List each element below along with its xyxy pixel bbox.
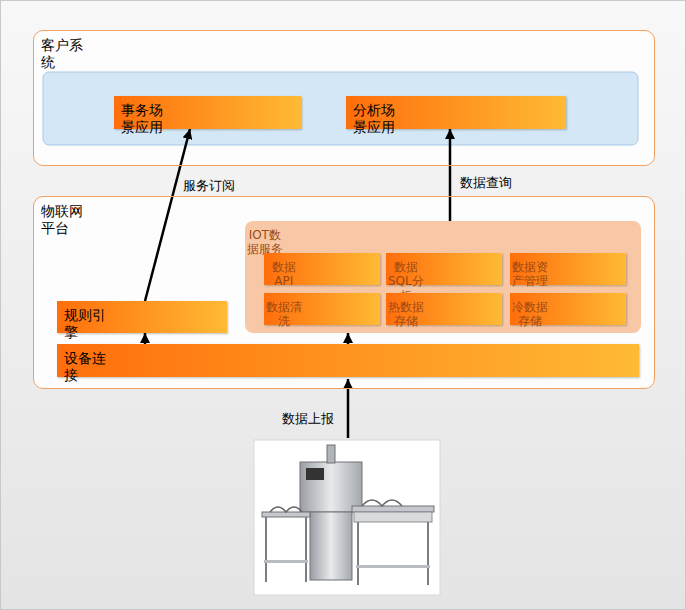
box-label: 冷数据存储 — [510, 300, 550, 329]
flow-arrow — [144, 333, 147, 344]
picture-frame — [254, 440, 440, 595]
flow-arrow — [145, 129, 190, 301]
service-panel: IOT数据服务数据API数据SQL分析数据资产管理数据清洗热数据存储冷数据存储 — [245, 221, 641, 333]
box-label: 数据API — [264, 260, 304, 289]
process-box: 数据API — [264, 253, 380, 285]
edge-label: 数据查询 — [458, 174, 514, 192]
edge-label: 服务订阅 — [181, 177, 237, 195]
box-label: 数据清洗 — [264, 300, 304, 329]
box-label: 分析场景应用 — [353, 102, 399, 136]
flow-arrow — [347, 333, 350, 344]
system-region: 客户系统事务场景应用 分析场景应用 — [33, 30, 655, 166]
region-fill — [33, 196, 655, 389]
box-label: 设备连接 — [64, 350, 110, 384]
process-box: 分析场景应用 — [346, 96, 566, 129]
box-label: 事务场景应用 — [121, 102, 167, 136]
process-box: 热数据存储 — [386, 293, 502, 325]
report-arrow — [347, 379, 350, 438]
region-fill — [33, 30, 655, 166]
process-box: 设备连接 — [57, 344, 639, 377]
process-box: 规则引擎 — [57, 301, 227, 333]
process-box: 数据清洗 — [264, 293, 380, 325]
flow-label: 数据上报 — [282, 410, 334, 428]
box-label: 热数据存储 — [386, 300, 426, 329]
box-label: 数据资产管理 — [510, 260, 550, 289]
platform-region: 物联网 平台IOT数据服务数据API数据SQL分析数据资产管理数据清洗热数据存储… — [33, 196, 655, 389]
region-heading: 物联网 平台 — [41, 203, 87, 237]
process-box: 冷数据存储 — [510, 293, 626, 325]
app-band — [43, 72, 638, 145]
process-box: 事务场景应用 — [114, 96, 301, 129]
box-label: 规则引擎 — [64, 307, 110, 341]
process-box: 数据资产管理 — [510, 253, 626, 285]
region-heading: 客户系统 — [41, 37, 87, 71]
flow-arrow — [449, 129, 452, 221]
dishwasher — [262, 445, 434, 585]
process-box: 数据SQL分析 — [386, 253, 502, 285]
